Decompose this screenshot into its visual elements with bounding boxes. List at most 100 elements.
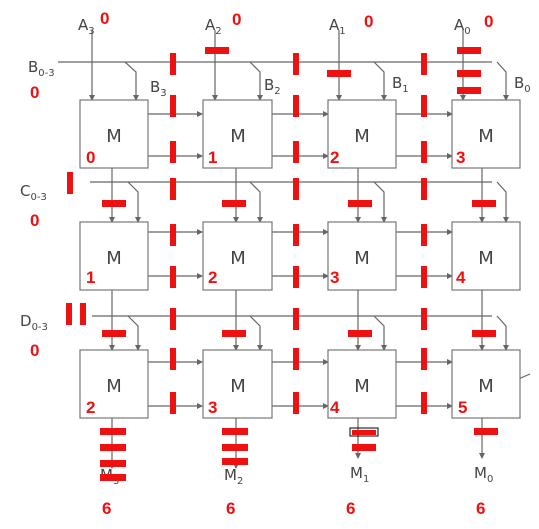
count-a3: 0 [100,9,109,28]
bar-a0-2 [457,70,481,77]
output-stack-m3 [100,428,126,481]
module-r1-c1 [202,221,273,291]
module-r0-c1 [202,99,273,169]
count-m0: 6 [476,499,485,518]
cell-r0-c1: 1 [208,148,217,167]
cell-r2-c3: 5 [458,398,467,417]
count-bus-b: 0 [30,83,39,102]
module-r2-c3 [451,349,521,419]
module-label: M [478,376,494,397]
count-m3: 6 [102,499,111,518]
bar-r01-c0 [102,200,126,207]
module-r2-c0 [79,349,149,419]
label-a0: A0 [454,16,471,37]
separator-col-3 [421,53,427,414]
cell-r1-c2: 3 [330,268,339,287]
cell-r2-c0: 2 [86,398,95,417]
bar-a0-3 [457,87,481,94]
red-numbers: 0 0 0 0 0 0 0 0 1 2 3 1 2 3 4 2 3 4 5 6 … [30,9,493,518]
bar-a2 [205,47,229,54]
cell-r1-c3: 4 [456,268,466,287]
count-m1: 6 [346,499,355,518]
cell-r2-c2: 4 [330,398,340,417]
tap-b3 [124,61,139,101]
label-m1: M1 [350,464,369,485]
bar-a0-1 [457,47,481,54]
separator-col-2 [293,53,299,414]
red-marks [66,47,498,481]
tap-b2 [249,61,263,101]
tap-b0 [496,61,509,101]
bar-r01-c3 [472,200,496,207]
module-r1-c3 [451,221,521,291]
bar-r01-c2 [348,200,372,207]
bar-r12-c3 [472,330,496,337]
module-r0-c0 [79,99,149,169]
tap-d0 [496,315,509,351]
mark-bus-d-1 [66,303,72,325]
mark-bus-d-2 [80,303,86,325]
tap-c1 [373,181,387,223]
module-label: M [478,248,494,269]
module-label: M [106,376,122,397]
bar-r01-c1 [222,200,246,207]
cell-r0-c3: 3 [456,148,465,167]
module-r1-c2 [327,221,397,291]
tap-c2 [249,181,263,223]
cell-r1-c1: 2 [208,268,217,287]
count-bus-c: 0 [30,211,39,230]
count-bus-d: 0 [30,341,39,360]
module-label: M [354,248,370,269]
module-label: M [478,126,494,147]
module-label: M [230,376,246,397]
module-r2-c2 [327,349,397,419]
count-a1: 0 [364,12,373,31]
output-stack-m1 [349,427,379,451]
label-m0: M0 [474,464,493,485]
wires [58,30,531,469]
bar-a1 [327,70,351,77]
label-a1: A1 [329,16,346,37]
label-bus-b: B0-3 [28,58,55,79]
count-m2: 6 [226,499,235,518]
cell-r0-c0: 0 [86,148,95,167]
label-m2: M2 [224,466,243,487]
tap-d2 [249,315,263,351]
output-stack-m2 [222,428,248,465]
tap-d1 [373,315,387,351]
cell-r2-c1: 3 [208,398,217,417]
tap-b1 [373,61,387,101]
module-r1-c0 [79,221,149,291]
module-label: M [354,376,370,397]
bar-r12-c0 [102,330,126,337]
module-label: M [354,126,370,147]
label-b1: B1 [392,74,409,95]
label-a2: A2 [205,16,222,37]
mark-bus-c [67,172,73,194]
module-r0-c3 [451,99,521,169]
bar-r12-c2 [348,330,372,337]
tap-d3 [127,315,141,351]
tap-c0 [496,181,509,223]
module-label: M [106,126,122,147]
label-a3: A3 [78,16,95,37]
tap-c3 [127,181,141,223]
cell-r1-c0: 1 [86,268,95,287]
cell-r0-c2: 2 [330,148,339,167]
count-a0: 0 [484,12,493,31]
module-label: M [106,248,122,269]
module-label: M [230,126,246,147]
modules: M M M M M M M M M M M M [79,99,521,419]
label-b2: B2 [264,76,281,97]
label-bus-c: C0-3 [20,182,47,203]
output-bar-m0 [474,428,498,435]
label-b3: B3 [150,78,167,99]
label-b0: B0 [514,74,531,95]
separator-col-1 [170,53,176,414]
module-r2-c1 [202,349,273,419]
bar-r12-c1 [222,330,246,337]
module-r0-c2 [327,99,397,169]
label-bus-d: D0-3 [20,312,48,333]
